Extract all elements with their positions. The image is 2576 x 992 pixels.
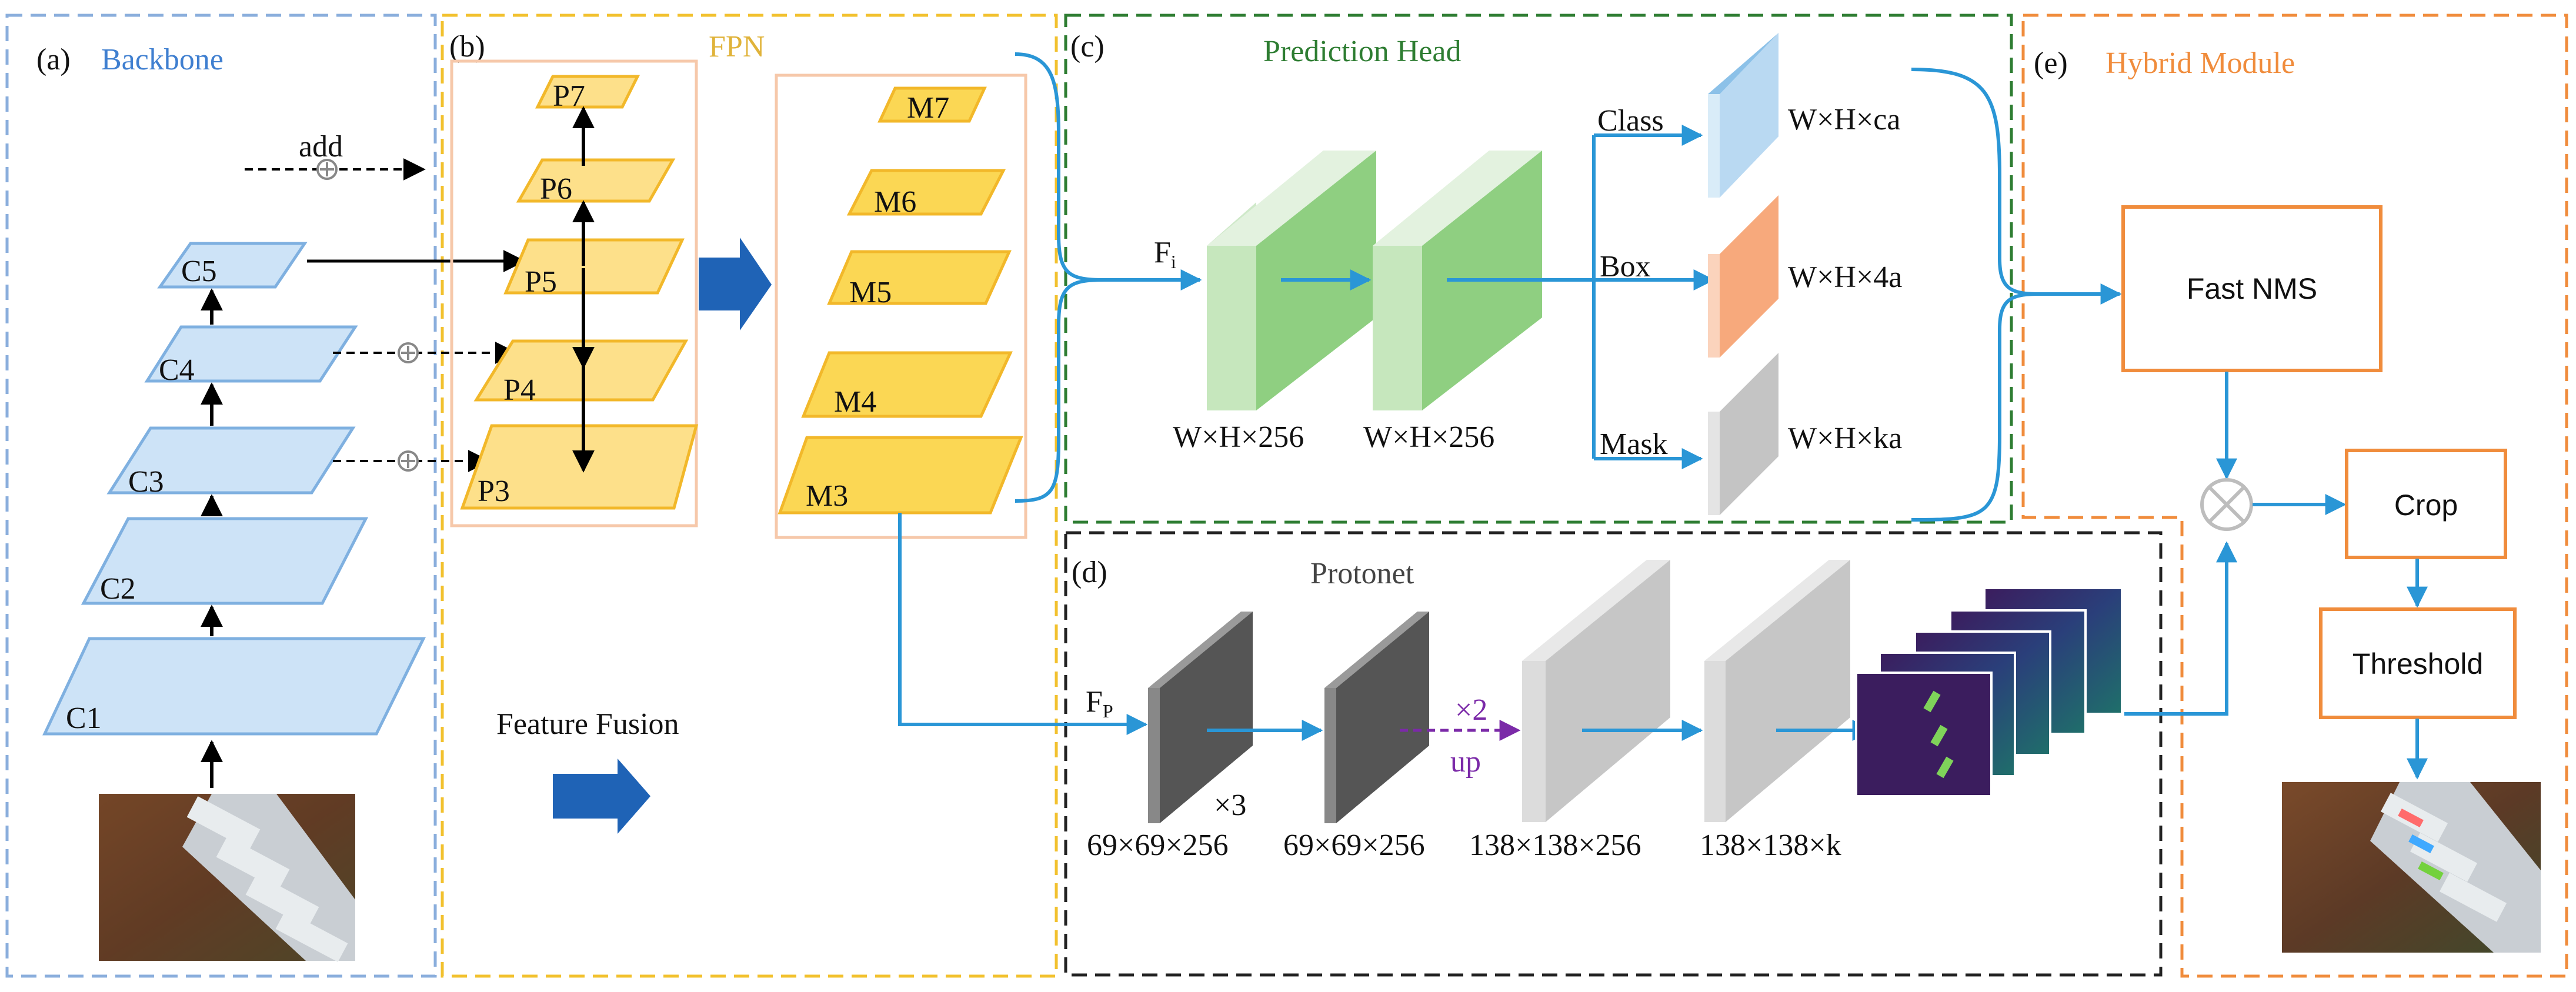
head-output-box (1708, 195, 1778, 358)
head-branch-mask-label: Mask (1600, 427, 1668, 461)
head-input-label: Fi (1154, 236, 1176, 272)
fpn-label-m3: M3 (806, 479, 848, 513)
protonet-title: Protonet (1310, 557, 1414, 590)
protonet-input-label: FP (1086, 685, 1113, 722)
backbone-label-c4: C4 (159, 353, 195, 387)
protonet-dim-2: 69×69×256 (1283, 829, 1425, 862)
threshold-label: Threshold (2353, 647, 2483, 680)
fpn-label-m7: M7 (907, 91, 949, 125)
backbone-label-c2: C2 (100, 572, 136, 606)
backbone-layer-c4 (144, 325, 358, 383)
head-output-class (1708, 33, 1778, 198)
backbone-label-c3: C3 (128, 465, 164, 499)
feature-fusion-arrow (553, 759, 650, 834)
fpn-label-p4: P4 (503, 373, 536, 407)
head-dim-2: W×H×256 (1363, 420, 1494, 454)
lateral-connections (307, 250, 526, 472)
protonet-dim-1: 69×69×256 (1087, 829, 1229, 862)
fpn-label-p6: P6 (540, 172, 572, 206)
threshold-box (2319, 607, 2517, 719)
protonet-panel (1064, 531, 2163, 977)
backbone-layer-c1 (42, 637, 426, 736)
fpn-label-m5: M5 (849, 276, 892, 309)
protonet-upsampled-block-2 (1704, 560, 1850, 822)
protonet-dim-3: 138×138×256 (1469, 829, 1641, 862)
head-output-mask (1708, 353, 1778, 515)
feature-fusion-label: Feature Fusion (496, 707, 679, 741)
crop-box (2345, 449, 2507, 559)
fast-nms-label: Fast NMS (2187, 272, 2317, 305)
fpn-pyramid-box (450, 59, 698, 527)
fpn-map-m7 (877, 86, 987, 123)
backbone-title: Backbone (101, 43, 223, 76)
upsample-word: up (1450, 745, 1481, 779)
prediction-head-panel (1064, 14, 2013, 524)
protonet-repeat: ×3 (1214, 789, 1246, 822)
head-branch-mask-dim: W×H×ka (1788, 422, 1902, 455)
fpn-level-p4 (473, 339, 689, 402)
fpn-level-p6 (516, 158, 676, 203)
combine-multiply-icon (2200, 478, 2253, 531)
fpn-map-m5 (827, 250, 1012, 305)
head-tag: (c) (1070, 30, 1105, 64)
head-to-nms-brace (1911, 68, 2040, 522)
fpn-map-m4 (801, 351, 1013, 418)
fpn-label-m4: M4 (834, 385, 876, 419)
input-image (99, 794, 355, 963)
backbone-tag: (a) (36, 43, 71, 76)
output-image (2282, 782, 2541, 953)
m3-to-protonet-line (898, 513, 1148, 735)
fpn-label-p3: P3 (478, 475, 510, 508)
backbone-layer-c2 (81, 517, 369, 605)
prototype-masks (1855, 589, 2121, 797)
head-title: Prediction Head (1263, 35, 1461, 68)
protonet-conv-block-1 (1148, 612, 1253, 823)
fpn-to-head-brace (1015, 52, 1105, 503)
fpn-map-m3 (778, 436, 1023, 515)
fpn-map-m6 (846, 169, 1006, 216)
fpn-tag: (b) (449, 30, 485, 64)
fpn-panel (441, 14, 1058, 978)
fpn-level-p7 (535, 75, 640, 109)
fpn-label-p7: P7 (553, 79, 585, 113)
fpn-label-p5: P5 (525, 265, 557, 299)
protonet-conv-block-2 (1324, 612, 1429, 823)
fast-nms-box (2121, 205, 2383, 372)
protonet-tag: (d) (1072, 556, 1107, 589)
add-label: add (299, 130, 343, 163)
fpn-transfer-arrow (699, 238, 772, 330)
fpn-label-m6: M6 (874, 185, 916, 219)
head-branch-class-dim: W×H×ca (1788, 103, 1900, 136)
hybrid-panel (2021, 14, 2568, 978)
protonet-dim-4: 138×138×k (1700, 829, 1841, 862)
backbone-layer-c3 (106, 426, 356, 495)
add-legend: add (245, 130, 426, 181)
fpn-level-p5 (503, 238, 685, 295)
crop-label: Crop (2394, 489, 2458, 522)
hybrid-tag: (e) (2034, 46, 2068, 80)
head-dim-1: W×H×256 (1173, 420, 1304, 454)
masks-to-crop-line (2124, 541, 2237, 716)
backbone-layer-c5 (157, 242, 308, 289)
head-branch-box-label: Box (1600, 250, 1651, 283)
protonet-upsampled-block-1 (1522, 560, 1670, 822)
backbone-panel (5, 14, 437, 978)
hybrid-title: Hybrid Module (2105, 46, 2295, 80)
upsample-factor: ×2 (1455, 693, 1487, 727)
head-branch-box-dim: W×H×4a (1788, 260, 1902, 294)
backbone-label-c1: C1 (66, 702, 102, 735)
head-branch-class-label: Class (1597, 104, 1664, 138)
head-branch-lines (1447, 125, 1715, 469)
fpn-title: FPN (709, 30, 765, 64)
backbone-label-c5: C5 (181, 255, 217, 288)
